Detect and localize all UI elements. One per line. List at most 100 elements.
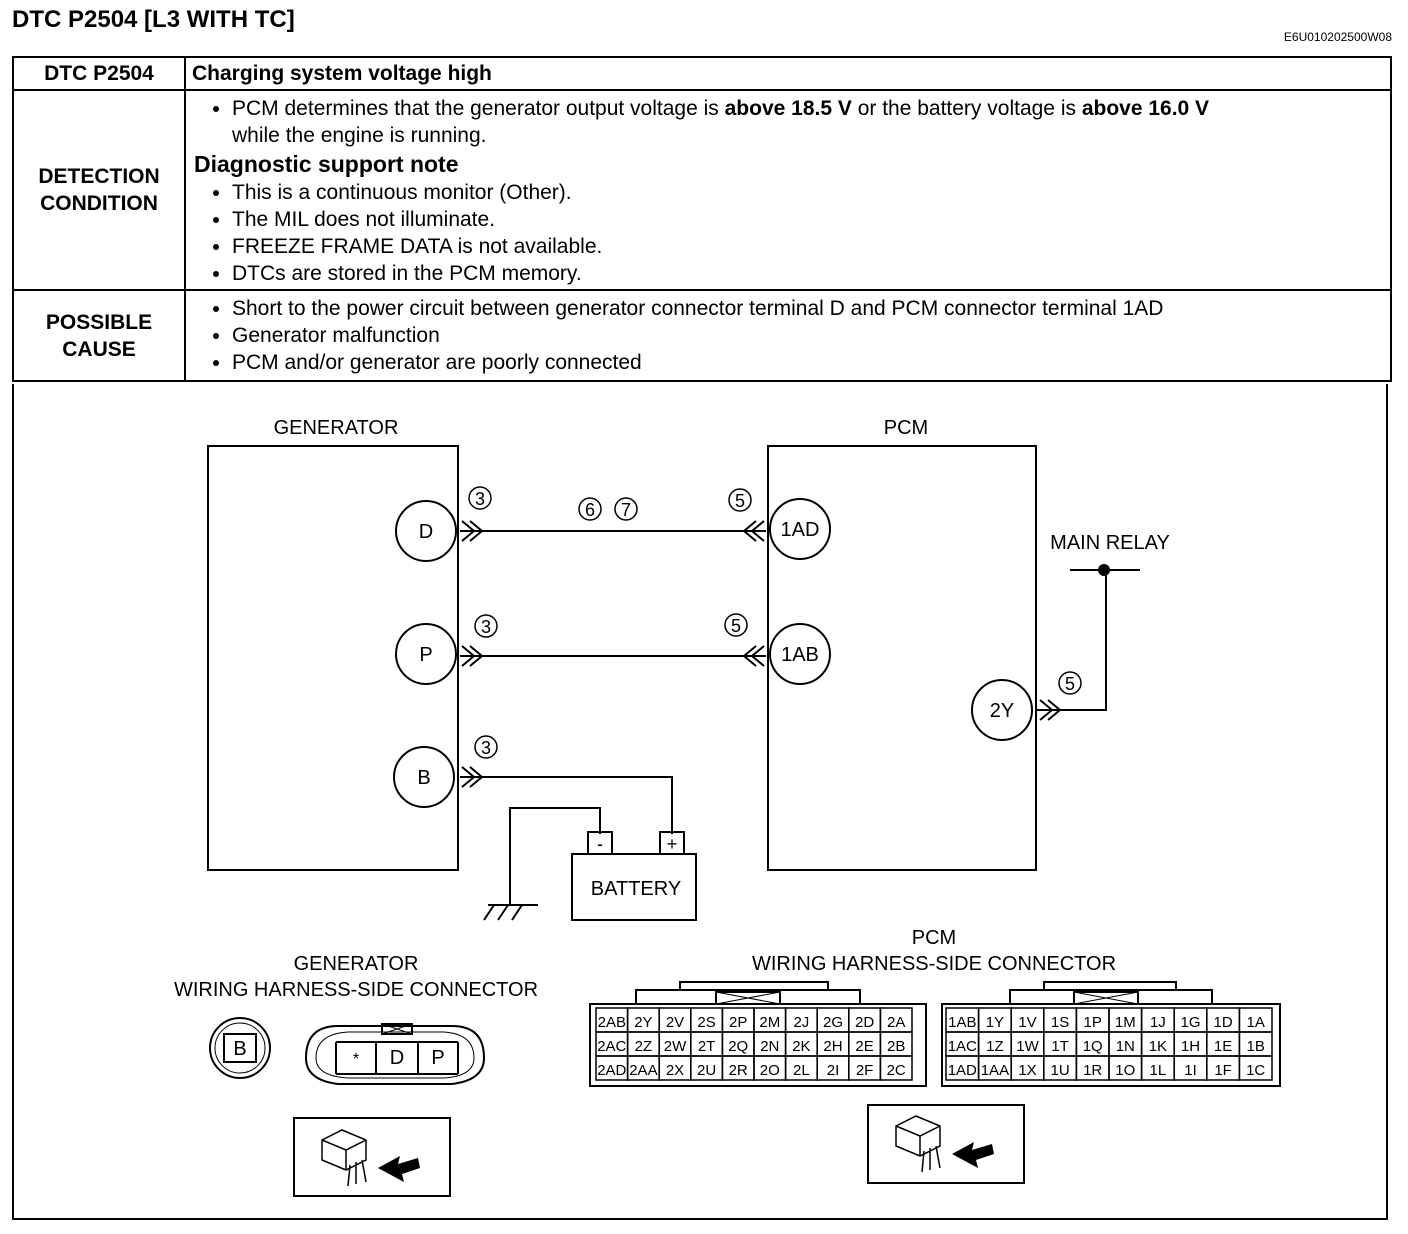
pcm-pin-label: 2H [823, 1038, 842, 1055]
pcm-pin-label: 1T [1051, 1038, 1069, 1055]
ref-number: 5 [735, 491, 745, 511]
pcm-pin-label: 1J [1150, 1014, 1166, 1031]
pcm-terminal-2y [971, 679, 1033, 741]
pcm-pin-label: 2W [664, 1038, 687, 1055]
pcm-box [767, 445, 1037, 871]
gen-b-pin-box [223, 1033, 257, 1063]
pcm-pin-label: 1W [1016, 1038, 1039, 1055]
pcm-pin-label: 1B [1247, 1038, 1265, 1055]
pcm-pin-label: 2AB [598, 1014, 626, 1031]
pcm-pin-label: 2L [793, 1062, 810, 1079]
pcm-pin-label: 2J [793, 1014, 809, 1031]
pcm-pin-label: 2P [729, 1014, 747, 1031]
support-note-item: The MIL does not illuminate. [232, 206, 1384, 233]
battery-label: BATTERY [591, 878, 681, 900]
pcm-pin-label: 1AA [981, 1062, 1009, 1079]
gen-terminal-p-label: P [419, 644, 432, 666]
main-relay-junction [1098, 564, 1110, 576]
main-relay-label: MAIN RELAY [1050, 532, 1170, 554]
pcm-pin-label: 2Q [728, 1038, 748, 1055]
pcm-terminal-1ad-label: 1AD [781, 519, 820, 541]
pcm-pin-label: 1H [1181, 1038, 1200, 1055]
pcm-pin-label: 2G [823, 1014, 843, 1031]
ref-number: 3 [481, 738, 491, 758]
gen-3pin-label: D [390, 1047, 404, 1069]
pcm-pin-label: 1G [1180, 1014, 1200, 1031]
pcm-connector-left-housing [589, 981, 927, 1087]
pcm-pin-label: 2Y [634, 1014, 652, 1031]
pcm-pin-label: 1Y [986, 1014, 1004, 1031]
gen-b-connector [209, 1017, 271, 1079]
possible-cause-label-line2: CAUSE [62, 337, 136, 361]
dtc-description-cell: Charging system voltage high [184, 56, 1392, 91]
gen-3pin-connector-inner [315, 1031, 475, 1079]
connector-chevron-gen-p [461, 645, 484, 667]
connector-chevron-pcm-1ad [742, 520, 765, 542]
generator-label: GENERATOR [274, 417, 399, 439]
pcm-pin-label: 2AA [629, 1062, 657, 1079]
connector-chevron-gen-d [461, 520, 484, 542]
wire-battery-neg-ground [509, 807, 601, 905]
pcm-pin-cell [1238, 1055, 1273, 1081]
ref-circle [468, 486, 492, 510]
pcm-pin-label: 1I [1184, 1062, 1197, 1079]
ref-circle [474, 735, 498, 759]
support-note-item: DTCs are stored in the PCM memory. [232, 260, 1384, 287]
gen-terminal-b [393, 746, 455, 808]
ref-number: 3 [481, 617, 491, 637]
harness-side-view-icon [867, 1104, 1025, 1184]
pcm-pin-label: 2V [666, 1014, 684, 1031]
table-row-possible-cause: POSSIBLE CAUSE Short to the power circui… [12, 289, 1392, 382]
pcm-pin-label: 2Z [635, 1038, 653, 1055]
battery-pos-terminal [659, 831, 685, 855]
pcm-pin-label: 1Z [986, 1038, 1004, 1055]
gen-connector-subtitle: WIRING HARNESS-SIDE CONNECTOR [174, 979, 538, 1001]
pcm-pin-label: 1K [1149, 1038, 1167, 1055]
gen-terminal-d-label: D [419, 521, 433, 543]
ref-number: 5 [731, 616, 741, 636]
pcm-terminal-1ad [769, 498, 831, 560]
possible-cause-content-cell: Short to the power circuit between gener… [184, 289, 1392, 382]
battery-neg-terminal [587, 831, 613, 855]
gen-terminal-b-label: B [417, 767, 430, 789]
battery-box [571, 853, 697, 921]
detection-label-line2: CONDITION [40, 192, 158, 215]
harness-side-view-icon [293, 1117, 451, 1197]
pcm-pin-label: 1S [1051, 1014, 1069, 1031]
support-note-heading: Diagnostic support note [194, 151, 459, 177]
possible-cause-item: Generator malfunction [232, 322, 1384, 349]
pcm-pin-label: 2A [887, 1014, 905, 1031]
gen-3pin-latch [381, 1023, 413, 1035]
pcm-pin-label: 1M [1115, 1014, 1136, 1031]
pcm-pin-label: 2S [697, 1014, 715, 1031]
pcm-pin-label: 1D [1214, 1014, 1233, 1031]
battery-neg-sign: - [597, 834, 603, 854]
dtc-info-table: DTC P2504 Charging system voltage high D… [12, 56, 1392, 382]
pcm-pin-label: 1U [1051, 1062, 1070, 1079]
pcm-pin-label: 2D [855, 1014, 874, 1031]
battery-pos-sign: + [667, 834, 678, 854]
support-note-item: This is a continuous monitor (Other). [232, 179, 1384, 206]
pcm-pin-label: 1O [1115, 1062, 1135, 1079]
pcm-pin-label: 1A [1247, 1014, 1265, 1031]
gen-terminal-p [395, 623, 457, 685]
diagram-frame [12, 384, 1388, 1220]
document-id: E6U010202500W08 [1283, 30, 1392, 44]
pcm-pin-cell [879, 1055, 913, 1081]
pcm-pin-label: 2AD [597, 1062, 626, 1079]
pcm-terminal-1ab-label: 1AB [781, 644, 819, 666]
pcm-connector-right-housing [941, 981, 1281, 1087]
pcm-pin-label: 1P [1084, 1014, 1102, 1031]
gen-b-connector-inner [214, 1022, 266, 1074]
gen-3pin-connector [304, 1025, 486, 1085]
pcm-pin-label: 2X [666, 1062, 684, 1079]
gen-terminal-d [395, 500, 457, 562]
pcm-pin-label: 2R [729, 1062, 748, 1079]
gen-3pin-label: P [431, 1047, 444, 1069]
pcm-terminal-1ab [769, 623, 831, 685]
pcm-pin-label: 2O [760, 1062, 780, 1079]
ref-number: 5 [1065, 674, 1075, 694]
